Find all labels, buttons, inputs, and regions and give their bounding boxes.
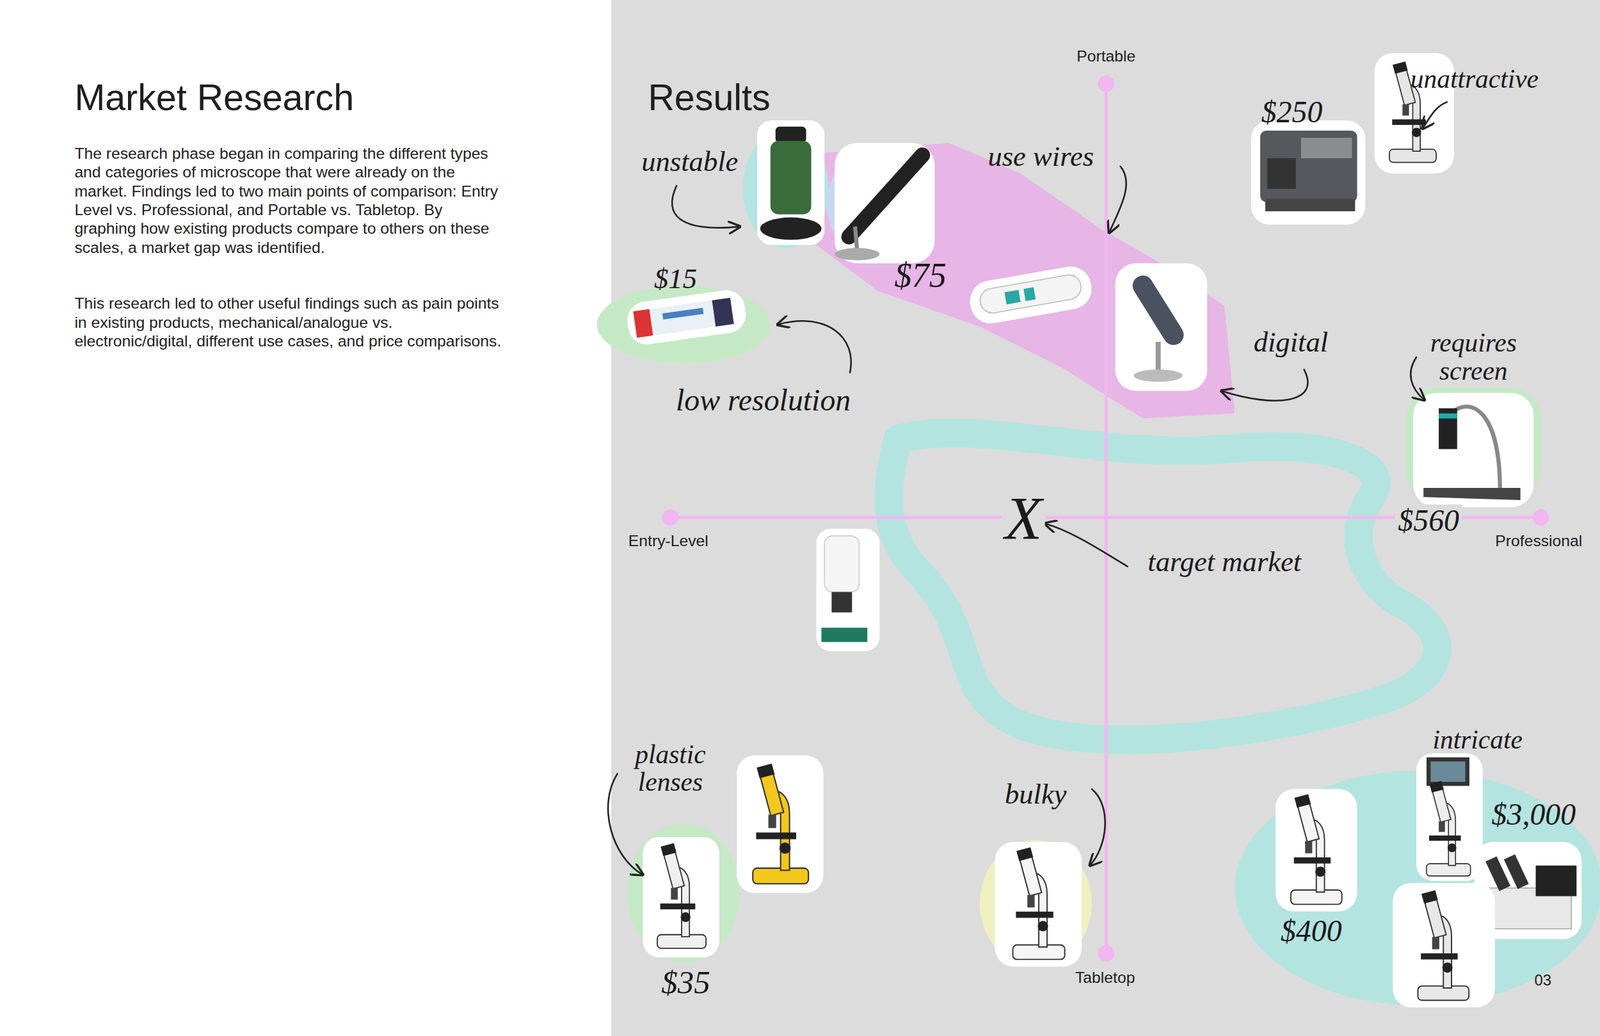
yellow-blob — [979, 839, 1092, 967]
leader-arrow — [1221, 369, 1308, 401]
gooseneck-scope — [1413, 392, 1534, 508]
axis-label: Professional — [1495, 531, 1583, 550]
handwritten-note: target market — [1147, 545, 1302, 576]
handwritten-note: unstable — [641, 145, 738, 176]
price-note: $400 — [1280, 914, 1343, 947]
axis-dot — [1532, 508, 1550, 526]
price-note: $3,000 — [1491, 798, 1577, 831]
price-note: $15 — [654, 263, 697, 294]
research-microscope — [1392, 882, 1495, 1007]
toy-microscope — [816, 528, 880, 651]
leader-arrow — [1045, 523, 1128, 567]
usb-scope — [1115, 263, 1208, 391]
body-paragraph: The research phase began in comparing th… — [74, 144, 509, 257]
target-gap-loop — [888, 432, 1438, 740]
lab-microscope — [1275, 788, 1358, 911]
white-pen-scope — [967, 263, 1096, 327]
axis-label: Entry-Level — [628, 531, 709, 550]
page-number: 03 — [1534, 970, 1552, 989]
price-note: $250 — [1261, 96, 1323, 128]
leader-arrow — [1422, 101, 1448, 128]
leader-arrow — [1089, 788, 1106, 866]
leader-arrow — [777, 320, 852, 372]
axis-label: Portable — [1076, 47, 1136, 66]
screen-microscope — [1416, 752, 1483, 880]
handwritten-note: digital — [1253, 327, 1329, 358]
handwritten-note: plastic lenses — [619, 740, 722, 797]
leader-arrow — [1410, 357, 1425, 400]
price-note: $560 — [1395, 504, 1462, 537]
handwritten-note: low resolution — [675, 384, 851, 416]
handwritten-note: use wires — [987, 141, 1094, 172]
pink-cluster — [816, 142, 1236, 418]
axis-dot — [662, 508, 680, 526]
flip-scope — [1251, 120, 1366, 225]
kids-microscope — [642, 836, 720, 957]
axis-dot — [1098, 75, 1115, 93]
green-blob — [597, 285, 771, 363]
page-title: Market Research — [74, 75, 354, 120]
results-panel — [611, 0, 1600, 1036]
annotation-arrows — [608, 101, 1448, 875]
price-note: $35 — [661, 965, 711, 1001]
handwritten-note: requires screen — [1412, 329, 1535, 386]
leader-arrow — [672, 185, 740, 228]
axes — [662, 75, 1550, 962]
student-microscope — [995, 841, 1083, 966]
pen-microscope — [625, 288, 749, 347]
handwritten-note: unattractive — [1410, 65, 1539, 95]
section-heading: Results — [647, 75, 770, 120]
pocket-microscope — [757, 120, 825, 245]
body-paragraph: This research led to other useful findin… — [74, 293, 509, 351]
axis-dot — [1098, 944, 1115, 962]
handheld-digital-scope — [834, 142, 935, 264]
leader-arrow — [1109, 166, 1127, 233]
handwritten-note: bulky — [1004, 778, 1067, 809]
price-note: $75 — [894, 257, 946, 294]
yellow-microscope — [736, 755, 824, 893]
target-mark: X — [1002, 486, 1045, 551]
axis-label: Tabletop — [1075, 968, 1135, 987]
green-blob — [627, 823, 740, 962]
leader-arrow — [608, 773, 643, 875]
handwritten-note: intricate — [1432, 725, 1522, 754]
